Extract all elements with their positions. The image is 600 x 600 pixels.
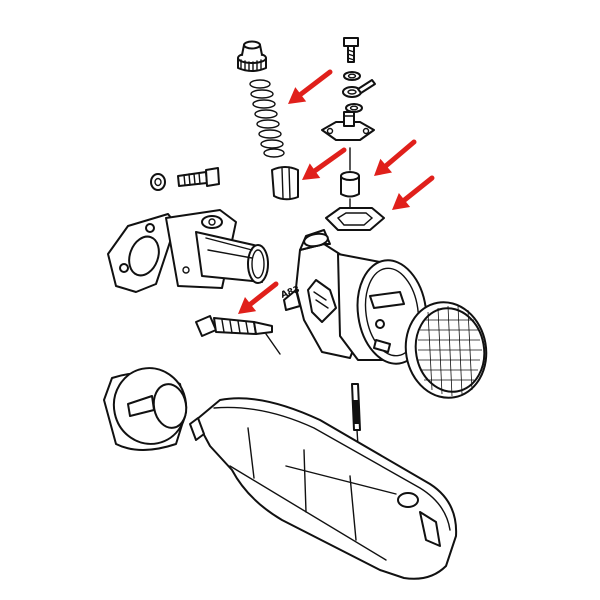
float-chamber-cover bbox=[321, 111, 375, 141]
arrow-slide bbox=[302, 147, 347, 180]
arrow-gasket bbox=[392, 175, 435, 210]
washer-top bbox=[343, 71, 361, 81]
arrow-idle bbox=[238, 281, 279, 314]
intake-manifold bbox=[107, 209, 269, 293]
arrow-float bbox=[374, 139, 417, 176]
main-jet bbox=[351, 383, 361, 447]
tank-cap bbox=[103, 367, 188, 451]
fuel-banjo-bolt bbox=[343, 37, 359, 63]
top-cap bbox=[237, 40, 267, 72]
float bbox=[340, 171, 360, 209]
throttle-spring bbox=[249, 79, 285, 158]
air-filter bbox=[404, 301, 488, 399]
carburetor-body: A83 bbox=[280, 229, 428, 365]
float-cover-gasket bbox=[325, 207, 385, 231]
idle-screw bbox=[195, 315, 281, 355]
mounting-bolt bbox=[177, 167, 220, 187]
small-washer bbox=[150, 173, 166, 191]
banjo-union bbox=[342, 79, 376, 98]
highlight-arrows bbox=[238, 69, 435, 314]
filter-mesh bbox=[418, 305, 482, 397]
fuel-tank bbox=[189, 397, 458, 580]
washer-bottom bbox=[345, 103, 363, 113]
arrow-spring bbox=[288, 69, 333, 104]
throttle-slide bbox=[271, 166, 299, 201]
